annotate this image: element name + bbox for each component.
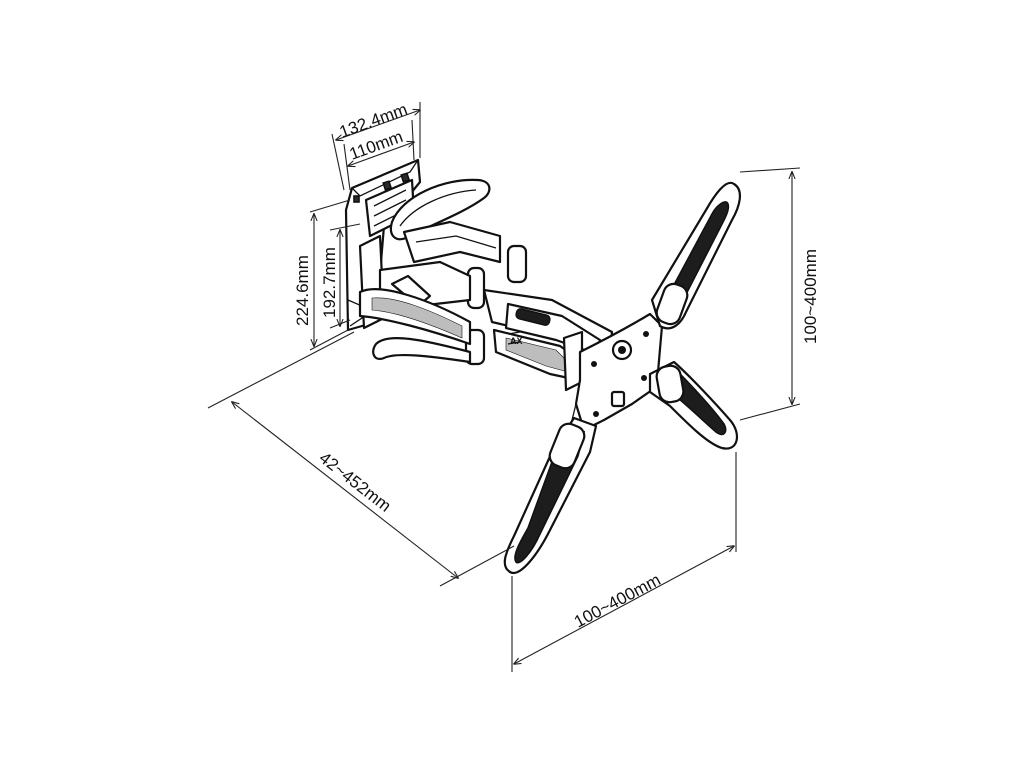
dimension-label-extension-range: 42~452mm: [316, 448, 395, 516]
vesa-mounting-plate: [503, 181, 741, 574]
svg-text:AX: AX: [510, 336, 523, 346]
dimension-label-vesa-vertical: 100~400mm: [801, 249, 820, 344]
dimension-label-bracket-inner-height: 192.7mm: [320, 247, 339, 318]
dimension-label-bracket-outer-height: 224.6mm: [293, 255, 312, 326]
articulating-arm: AX: [358, 178, 614, 392]
dimension-label-vesa-horizontal: 100~400mm: [571, 570, 664, 631]
dimension-lines: [207, 102, 801, 672]
